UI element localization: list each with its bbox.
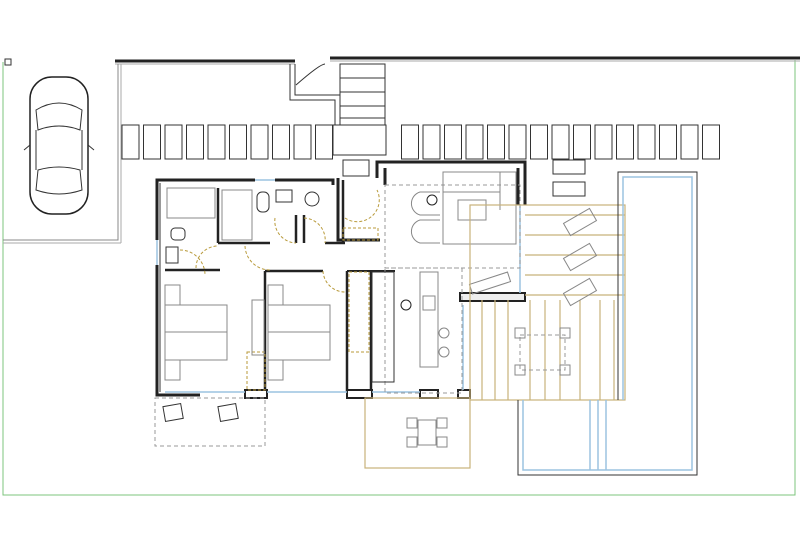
stepping-stone <box>508 124 527 160</box>
planter <box>342 159 370 177</box>
lounger-icon <box>562 207 598 307</box>
stepping-stone <box>530 124 548 160</box>
stepping-stone <box>702 124 720 160</box>
car-icon <box>23 76 95 215</box>
stepping-stone <box>422 124 441 160</box>
stepping-stone <box>272 124 290 160</box>
stepping-stone <box>552 159 586 175</box>
sink <box>275 189 293 203</box>
armchair <box>411 191 440 216</box>
desk <box>251 299 265 356</box>
stepping-stone <box>444 124 462 160</box>
toilet-icon <box>170 191 270 241</box>
lounge-chair <box>217 402 239 423</box>
person-icon <box>400 299 412 311</box>
stepping-stone <box>487 124 505 160</box>
stepping-stone <box>637 124 656 160</box>
stepping-stone <box>207 124 226 160</box>
shower-icon <box>166 187 253 241</box>
outdoor-dining-icon <box>514 327 571 376</box>
house-walls <box>155 160 527 399</box>
stepping-stone <box>465 124 484 160</box>
pergola <box>469 204 626 401</box>
coffee-table <box>457 199 487 221</box>
bed-icon <box>267 284 331 381</box>
sink <box>165 246 179 264</box>
stepping-stone <box>143 124 161 160</box>
stepping-stone <box>680 124 699 160</box>
kitchen-area-outline <box>384 267 463 394</box>
stepping-stone <box>552 181 586 197</box>
door-swings <box>179 189 380 293</box>
armchair <box>411 219 440 244</box>
laundry-counter <box>342 227 379 241</box>
sofa-icon <box>442 171 517 245</box>
stepping-stones <box>121 124 720 160</box>
kitchen-island <box>419 271 439 368</box>
stepping-stone <box>594 124 613 160</box>
wardrobe <box>246 351 266 391</box>
stepping-stone <box>573 124 591 160</box>
bar-stool <box>438 346 450 358</box>
cooktop <box>422 295 436 311</box>
lounge-chair <box>162 402 184 423</box>
stepping-stone <box>616 124 634 160</box>
stepping-stone <box>551 124 570 160</box>
stepping-stone <box>229 124 247 160</box>
dining-terrace <box>364 397 471 469</box>
bedroom-terrace <box>154 397 266 447</box>
stepping-stone <box>250 124 269 160</box>
stepping-stone <box>401 124 419 160</box>
stepping-stone <box>659 124 677 160</box>
bed-icon <box>164 284 228 381</box>
wardrobe <box>348 271 370 353</box>
bar-stool <box>438 327 450 339</box>
stair-landing <box>332 124 387 156</box>
living-area-outline <box>384 184 521 269</box>
carport <box>3 64 122 244</box>
person-icon <box>426 194 438 206</box>
stepping-stone <box>315 124 333 160</box>
stepping-stone <box>164 124 183 160</box>
stepping-stone <box>293 124 312 160</box>
tv-unit <box>468 271 512 295</box>
pool-icon <box>517 171 698 476</box>
kitchen-counter <box>371 271 395 383</box>
stair-icon <box>289 63 386 126</box>
washing-machine <box>304 191 320 207</box>
stepping-stone <box>121 124 140 160</box>
property-boundary <box>2 56 800 496</box>
dining-set-icon <box>406 417 448 448</box>
stepping-stone <box>186 124 204 160</box>
